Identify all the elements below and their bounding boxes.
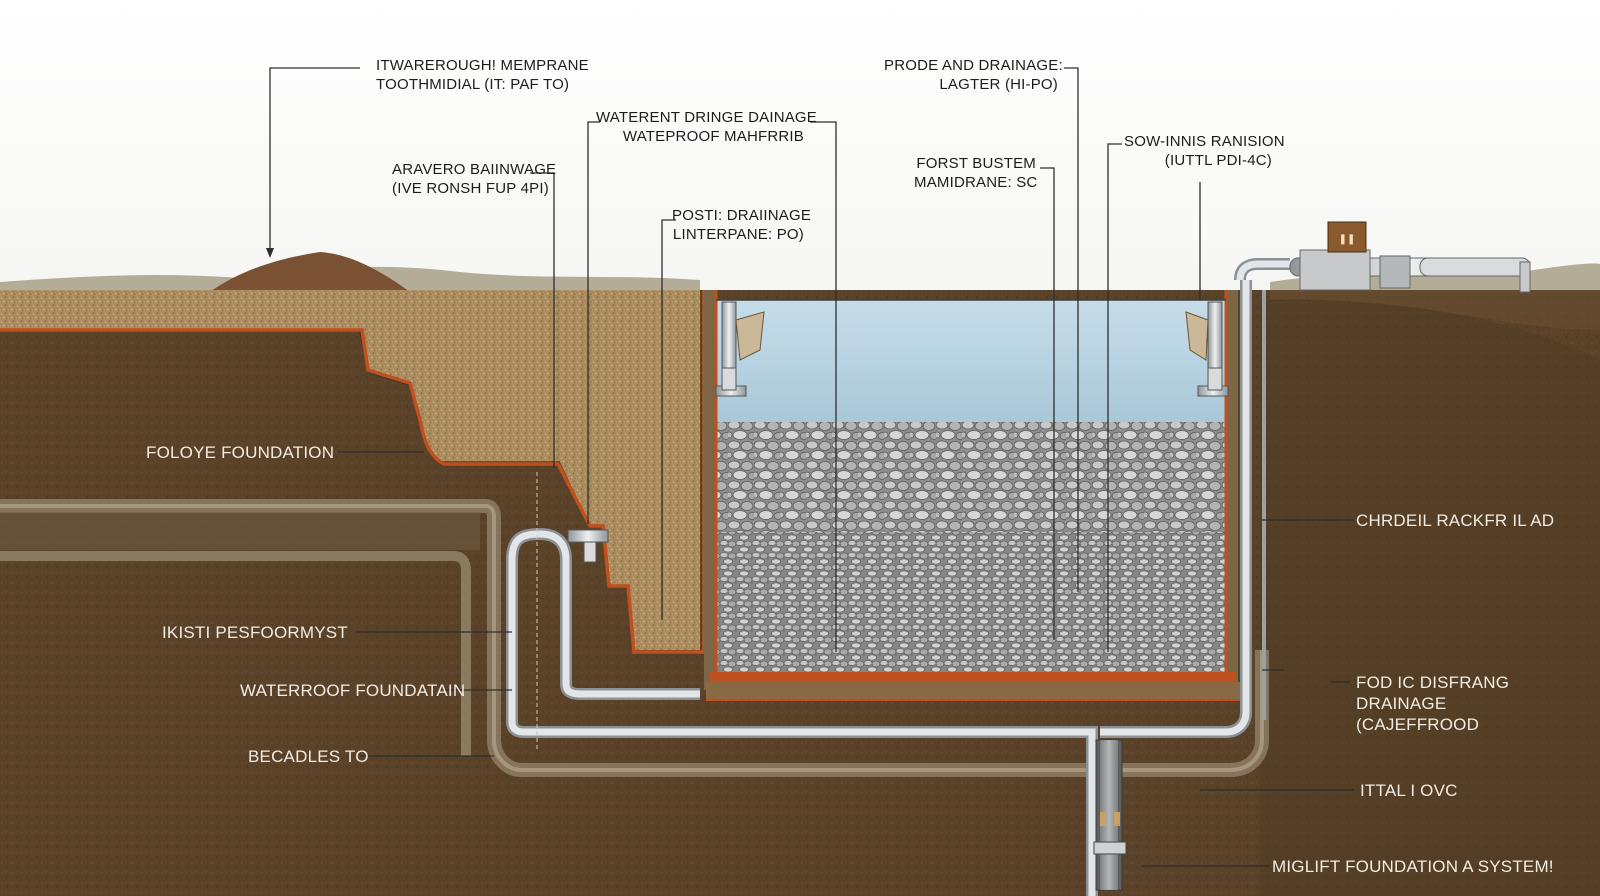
surface-pump-assembly: ❚❚ <box>1289 221 1531 293</box>
label-prode-drainage: PRODE AND DRAINAGE: LAGTER (HI-PO) <box>884 57 1063 93</box>
leader-lines <box>266 67 1354 867</box>
label-posti-drainage: POSTI: DRAIINAGE LINTERPANE: PO) <box>672 207 812 243</box>
label-foloye-foundation: FOLOYE FOUNDATION <box>146 443 335 462</box>
basin-wall-right <box>1226 290 1238 690</box>
fine-gravel-layer <box>716 532 1226 672</box>
foundation-wall-left <box>0 551 471 756</box>
waterproof-membrane-line <box>0 290 706 654</box>
label-forst-bustem: FORST BUSTEM MAMIDRANE: SC <box>914 155 1038 191</box>
inlet-fitting-right <box>1185 301 1229 397</box>
label-iklsti: IKISTI PESFOORMYST <box>162 623 348 642</box>
label-sow-ranision: SOW-INNIS RANISION (IUTTL PDI-4C) <box>1124 133 1285 169</box>
floor-slab <box>706 682 1240 700</box>
label-fodic-drainage: FOD IC DISFRANG DRAINAGE (CAJEFFROOD <box>1356 673 1510 734</box>
label-becadles: BECADLES TO <box>248 747 369 766</box>
label-top-membrane: ITWAREROUGH! MEMPRANE TOOTHMIDIAL (IT: P… <box>376 57 589 93</box>
basin-wall-left <box>704 290 716 690</box>
drain-pipe-network <box>506 258 1290 896</box>
label-miglift-foundation: MIGLIFT FOUNDATION A SYSTEM! <box>1272 857 1554 876</box>
soil-mound <box>210 252 410 292</box>
sandy-backfill <box>0 290 700 650</box>
label-waterent-drainage: WATERENT DRINGE DAINAGE WATEPROOF MAHFRR… <box>596 109 818 145</box>
inlet-fitting-left <box>715 301 765 397</box>
label-chrdeil-backfill: CHRDEIL RACKFR IL AD <box>1356 511 1555 530</box>
label-waterproof-foundation: WATERROOF FOUNDATAIN <box>240 681 466 700</box>
label-aravero-drainage: ARAVERO BAIINWAGE (IVE RONSH FUP 4PI) <box>392 161 557 197</box>
water-layer <box>716 300 1226 422</box>
footing-band <box>0 512 480 550</box>
svg-text:❚❚: ❚❚ <box>1339 234 1356 245</box>
sump-pump-box-icon <box>1327 221 1367 253</box>
coarse-gravel-layer <box>716 422 1226 532</box>
label-ittal-ovc: ITTAL I OVC <box>1360 781 1458 800</box>
floor-membrane <box>710 672 1236 682</box>
